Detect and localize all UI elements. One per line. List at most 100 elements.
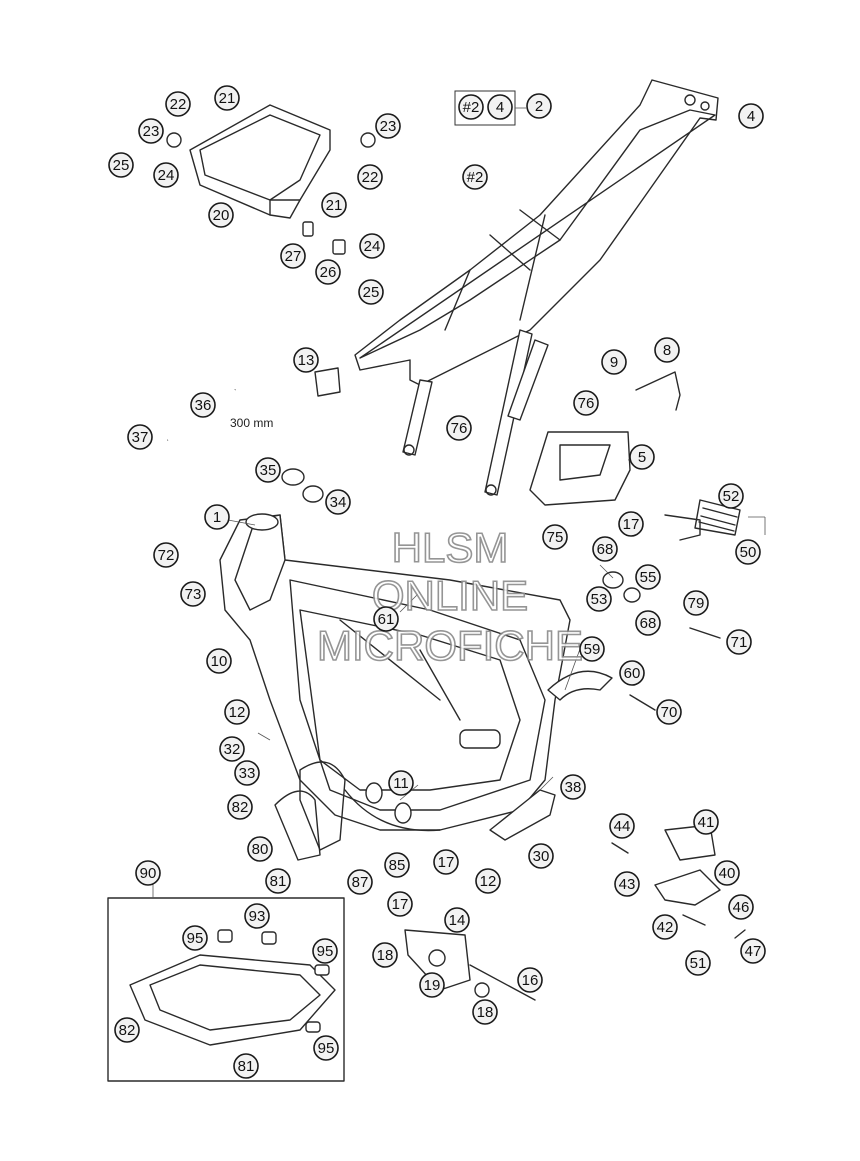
callout-number: 13 bbox=[298, 352, 315, 369]
callout-25: 25 bbox=[358, 279, 384, 305]
callout-number: 18 bbox=[477, 1004, 494, 1021]
callout-circle bbox=[560, 774, 586, 800]
callout-number: 12 bbox=[229, 704, 246, 721]
watermark-line1: HLSM bbox=[392, 524, 509, 571]
callout-37: 37 bbox=[127, 424, 153, 450]
callout-circle bbox=[153, 162, 179, 188]
callout-hash-2: #2 bbox=[462, 164, 488, 190]
callout-2: 2 bbox=[526, 93, 552, 119]
callout-circle bbox=[219, 736, 245, 762]
callout-number: 68 bbox=[597, 541, 614, 558]
callout-circle bbox=[190, 392, 216, 418]
callout-number: 46 bbox=[733, 899, 750, 916]
main-frame bbox=[219, 513, 571, 851]
callout-93: 93 bbox=[244, 903, 270, 929]
callout-number: 23 bbox=[143, 123, 160, 140]
callout-circle bbox=[528, 843, 554, 869]
callout-33: 33 bbox=[234, 760, 260, 786]
callout-22: 22 bbox=[357, 164, 383, 190]
callout-circle bbox=[153, 542, 179, 568]
callout-number: 9 bbox=[610, 354, 618, 371]
callout-number: 36 bbox=[195, 397, 212, 414]
callout-number: 44 bbox=[614, 818, 631, 835]
callout-1: 1 bbox=[204, 504, 230, 530]
callout-number: 19 bbox=[424, 977, 441, 994]
callout-13: 13 bbox=[293, 347, 319, 373]
callout-circle bbox=[108, 152, 134, 178]
callout-circle bbox=[373, 606, 399, 632]
callout-circle bbox=[321, 192, 347, 218]
callout-95: 95 bbox=[312, 938, 338, 964]
callout-number: #2 bbox=[463, 99, 480, 116]
callout-circle bbox=[224, 699, 250, 725]
callout-76: 76 bbox=[573, 390, 599, 416]
callout-32: 32 bbox=[219, 736, 245, 762]
callout-23: 23 bbox=[375, 113, 401, 139]
callout-circle bbox=[419, 972, 445, 998]
callout-circle bbox=[654, 337, 680, 363]
callout-number: 87 bbox=[352, 874, 369, 891]
callout-number: 4 bbox=[496, 99, 504, 116]
callout-number: 75 bbox=[547, 529, 564, 546]
callout-circle bbox=[233, 1053, 259, 1079]
callout-circle bbox=[358, 279, 384, 305]
callout-number: 59 bbox=[584, 641, 601, 658]
callout-number: 60 bbox=[624, 665, 641, 682]
callout-number: 17 bbox=[438, 854, 455, 871]
kit-legend bbox=[454, 90, 526, 126]
callout-9: 9 bbox=[601, 349, 627, 375]
callout-circle bbox=[359, 233, 385, 259]
callout-circle bbox=[592, 536, 618, 562]
callout-24: 24 bbox=[359, 233, 385, 259]
callout-18: 18 bbox=[372, 942, 398, 968]
callout-number: 95 bbox=[317, 943, 334, 960]
footpeg-40 bbox=[654, 869, 721, 906]
callout-68: 68 bbox=[592, 536, 618, 562]
callout-circle bbox=[714, 860, 740, 886]
callout-number: 23 bbox=[380, 118, 397, 135]
callout-number: 47 bbox=[745, 943, 762, 960]
callout-circle bbox=[718, 483, 744, 509]
parts-artwork bbox=[107, 79, 746, 1082]
callout-circle bbox=[683, 590, 709, 616]
callout-number: 8 bbox=[663, 342, 671, 359]
callout-number: 53 bbox=[591, 591, 608, 608]
callout-16: 16 bbox=[517, 967, 543, 993]
callout-number: 52 bbox=[723, 488, 740, 505]
callout-number: 51 bbox=[690, 955, 707, 972]
callout-4: 4 bbox=[738, 103, 764, 129]
callout-number: 68 bbox=[640, 615, 657, 632]
callout-circle bbox=[372, 942, 398, 968]
callout-circle bbox=[579, 636, 605, 662]
callout-circle bbox=[740, 938, 766, 964]
callout-number: 55 bbox=[640, 569, 657, 586]
callout-30: 30 bbox=[528, 843, 554, 869]
callout-circle bbox=[542, 524, 568, 550]
callout-circle bbox=[315, 259, 341, 285]
callout-number: 95 bbox=[318, 1040, 335, 1057]
watermark-line2: ONLINE bbox=[372, 572, 528, 619]
callout-35: 35 bbox=[255, 457, 281, 483]
callout-circle bbox=[357, 164, 383, 190]
callout-95: 95 bbox=[182, 925, 208, 951]
callout-circle bbox=[586, 586, 612, 612]
callout-circle bbox=[165, 91, 191, 117]
callout-number: 72 bbox=[158, 547, 175, 564]
callout-number: 11 bbox=[393, 775, 409, 792]
callout-circle bbox=[517, 967, 543, 993]
callout-circle bbox=[247, 836, 273, 862]
callout-44: 44 bbox=[609, 813, 635, 839]
callout-46: 46 bbox=[728, 894, 754, 920]
callout-circle bbox=[487, 94, 513, 120]
callout-17: 17 bbox=[433, 849, 459, 875]
callout-circle bbox=[652, 914, 678, 940]
side-plate-5 bbox=[529, 431, 631, 506]
callout-circle bbox=[206, 648, 232, 674]
callout-number: 25 bbox=[363, 284, 380, 301]
callout-number: 20 bbox=[213, 207, 230, 224]
callout-number: 40 bbox=[719, 865, 736, 882]
callout-55: 55 bbox=[635, 564, 661, 590]
watermark: HLSM ONLINE MICROFICHE bbox=[316, 523, 584, 670]
sidestand-bracket bbox=[489, 789, 556, 841]
callout-number: 50 bbox=[740, 544, 757, 561]
